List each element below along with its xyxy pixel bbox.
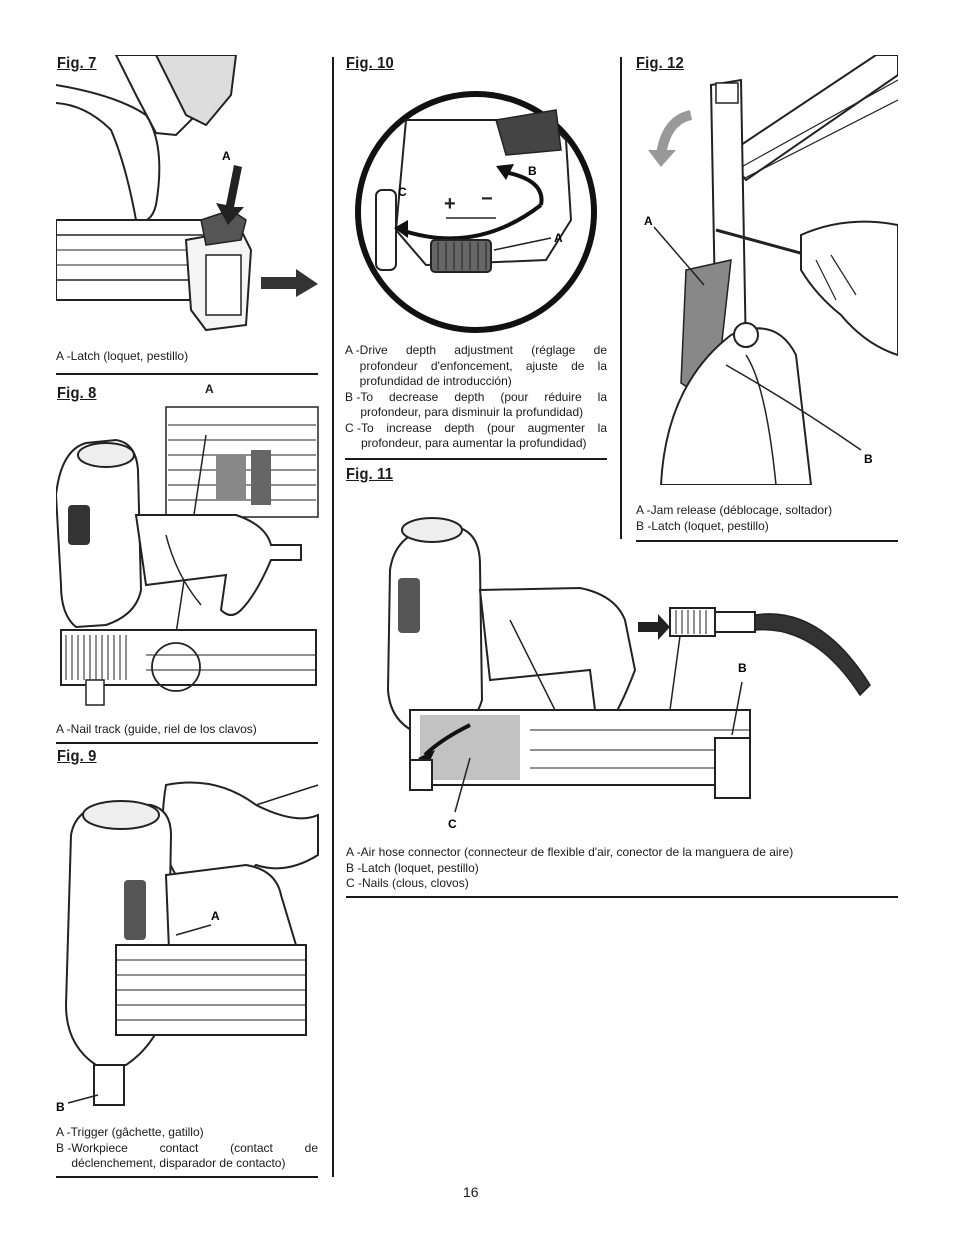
fig9-caption-text-b: Workpiece contact (contact de déclenchem… [71, 1140, 318, 1171]
fig9-caption-text-a: Trigger (gâchette, gatillo) [70, 1125, 204, 1139]
fig9-callout-a: A [211, 909, 220, 923]
fig11-callout-b: B [738, 661, 747, 675]
fig9-caption-letter-b: B - [56, 1140, 72, 1155]
fig10-caption-text-a: Drive depth adjustment (réglage de profo… [359, 343, 607, 388]
fig11-caption-text-a: Air hose connector (connecteur de flexib… [360, 845, 794, 859]
fig7-caption-letter: A - [56, 349, 71, 363]
svg-text:−: − [481, 188, 493, 210]
fig8-rule [56, 742, 318, 744]
fig10-caption-text-b: To decrease depth (pour réduire la profo… [360, 389, 607, 420]
fig12-caption: A - Jam release (déblocage, soltador) B … [636, 503, 898, 534]
fig7-callout-a: A [222, 149, 231, 163]
fig8-callout-a: A [205, 382, 214, 396]
fig10-callout-a: A [554, 231, 563, 245]
fig10-caption-text-c: To increase depth (pour augmenter la pro… [361, 420, 607, 451]
fig10-caption-letter-b: B - [345, 389, 361, 404]
fig12-illustration: A B [644, 55, 898, 485]
fig8-caption-letter: A - [56, 722, 71, 736]
fig12-callout-a: A [644, 214, 653, 228]
fig10-callout-b: B [528, 164, 537, 178]
column-divider-left [332, 57, 334, 1177]
fig9-title: Fig. 9 [57, 748, 97, 765]
fig11-illustration: A C B [386, 517, 871, 831]
fig9-illustration: A B [56, 781, 319, 1114]
fig11-caption-letter-a: A - [346, 845, 361, 859]
fig7-caption-text: Latch (loquet, pestillo) [70, 349, 189, 363]
fig8-illustration [56, 406, 319, 706]
fig11-caption-text-b: Latch (loquet, pestillo) [361, 860, 479, 875]
fig11-caption-letter-b: B - [346, 860, 362, 875]
page-number: 16 [463, 1184, 479, 1200]
svg-text:+: + [444, 193, 456, 215]
fig12-caption-text-b: Latch (loquet, pestillo) [651, 518, 769, 533]
fig10-title: Fig. 10 [346, 55, 394, 72]
fig7-rule [56, 373, 318, 375]
fig11-rule [346, 896, 898, 898]
fig11-callout-c: C [448, 817, 457, 831]
fig9-caption: A - Trigger (gâchette, gatillo) B - Work… [56, 1125, 318, 1172]
fig10-callout-c: C [398, 185, 407, 199]
fig8-title: Fig. 8 [57, 385, 97, 402]
fig11-caption-text-c: Nails (clous, clovos) [362, 876, 469, 890]
fig11-title: Fig. 11 [346, 466, 394, 483]
fig9-callout-b: B [56, 1100, 65, 1114]
fig12-rule [636, 540, 898, 542]
fig9-rule [56, 1176, 318, 1178]
fig10-caption: A - Drive depth adjustment (réglage de p… [345, 343, 607, 452]
fig11-caption-letter-c: C - [346, 876, 362, 890]
fig9-caption-letter-a: A - [56, 1125, 71, 1139]
fig12-callout-b: B [864, 452, 873, 466]
fig12-caption-text-a: Jam release (déblocage, soltador) [650, 503, 833, 517]
column-divider-right [620, 57, 622, 539]
fig12-title: Fig. 12 [636, 55, 684, 72]
fig12-caption-letter-a: A - [636, 503, 651, 517]
fig10-caption-letter-a: A - [345, 343, 360, 357]
fig7-title: Fig. 7 [57, 55, 97, 72]
fig7-caption: A - Latch (loquet, pestillo) [56, 349, 318, 365]
fig7-illustration: A [56, 55, 318, 332]
fig10-caption-letter-c: C - [345, 420, 361, 435]
fig8-caption: A - Nail track (guide, riel de los clavo… [56, 722, 318, 738]
fig10-rule [345, 458, 607, 460]
fig12-caption-letter-b: B - [636, 518, 652, 533]
fig8-caption-text: Nail track (guide, riel de los clavos) [70, 722, 257, 736]
fig10-illustration: + − B C A [355, 91, 597, 333]
fig11-caption: A - Air hose connector (connecteur de fl… [346, 845, 898, 892]
